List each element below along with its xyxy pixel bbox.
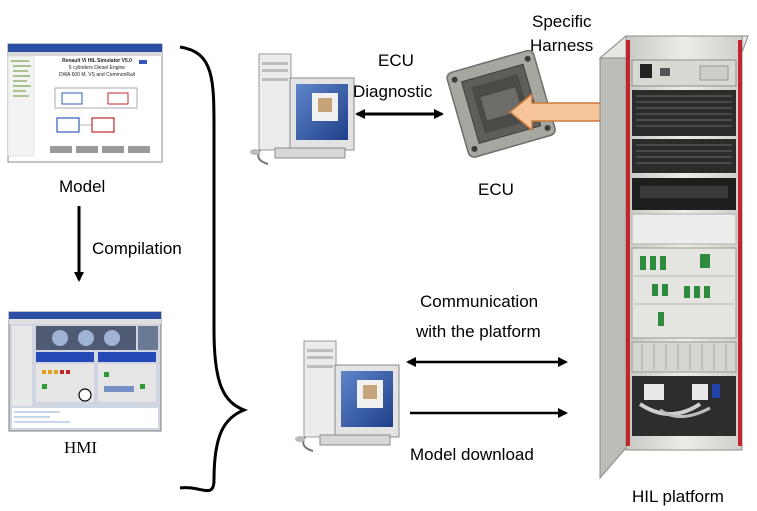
ecu-diagnostic-label-line2: Diagnostic (353, 82, 433, 101)
model-window-title-line2: 6 cylinders Diesel Engine (68, 65, 126, 71)
hil-platform-label: HIL platform (632, 487, 724, 506)
diagnostic-computer (250, 53, 355, 165)
model-window-title-line3: DWA 600 M, VS and CommonRail (59, 72, 135, 78)
hmi-screenshot (8, 311, 162, 432)
model-label: Model (59, 177, 106, 196)
harness-label-line1: Specific (532, 12, 592, 31)
model-download-label: Model download (410, 445, 534, 464)
hil-rack (598, 34, 749, 480)
grouping-brace (179, 45, 249, 493)
communication-label-line2: with the platform (416, 322, 541, 341)
ecu-label: ECU (478, 180, 514, 199)
hmi-label: HMI (64, 438, 98, 457)
ecu-diagnostic-label-line1: ECU (378, 51, 414, 70)
ecu-unit (446, 49, 556, 158)
communication-label-line1: Communication (420, 292, 539, 311)
model-window-title: Renault Vi HIL Simulator V5.0 6 cylinder… (52, 58, 142, 79)
model-screenshot (7, 43, 163, 163)
model-window-title-line1: Renault Vi HIL Simulator V5.0 (62, 58, 132, 64)
harness-label-line2: Harness (530, 36, 594, 55)
compilation-label: Compilation (92, 239, 182, 258)
platform-computer (295, 340, 400, 452)
